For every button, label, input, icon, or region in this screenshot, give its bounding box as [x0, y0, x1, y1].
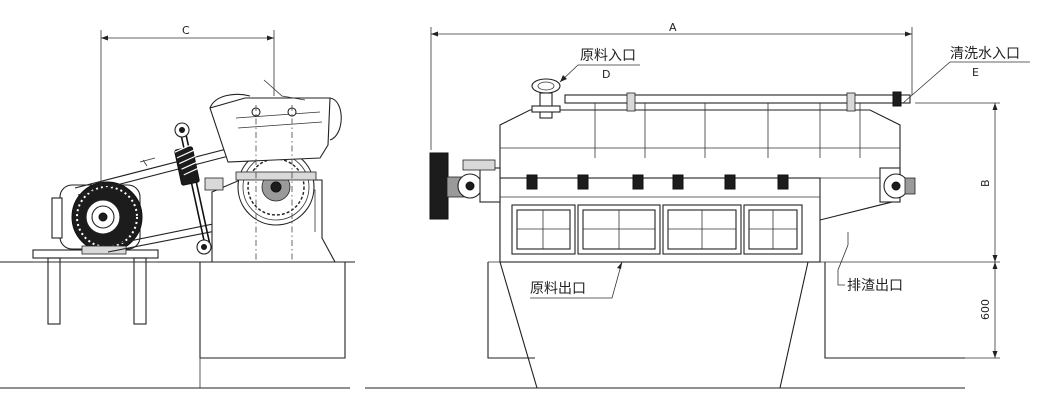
- motor-stand: [32, 249, 159, 325]
- dimension-c-label: C: [182, 24, 190, 37]
- dimension-600-label: 600: [979, 299, 992, 320]
- screen-panels: [500, 196, 820, 255]
- dimension-b-label: B: [979, 179, 992, 187]
- dimension-c: [100, 30, 275, 185]
- feed-inlet: [531, 78, 561, 119]
- dimension-b: [915, 102, 1000, 359]
- raw-outlet-label: 原料出口: [530, 281, 586, 297]
- dimension-a: [430, 27, 913, 150]
- spring-tensioner: [174, 122, 212, 255]
- front-view: [365, 27, 1030, 389]
- leader-lines: [530, 61, 1030, 299]
- dimension-a-label: A: [669, 21, 677, 34]
- dimension-d-label: D: [602, 68, 610, 81]
- right-bearing: [879, 167, 916, 203]
- nozzle-clamps: [526, 174, 789, 190]
- motor: [51, 181, 143, 255]
- left-drive: [429, 152, 501, 220]
- hopper-housing: [209, 79, 342, 262]
- gearbox: [204, 148, 336, 263]
- residue-outlet-label: 排渣出口: [847, 278, 903, 294]
- wash-water-inlet-label: 清洗水入口: [950, 46, 1020, 62]
- dimension-e-label: E: [972, 66, 979, 79]
- wash-pipe: [564, 91, 911, 158]
- raw-inlet-label: 原料入口: [580, 48, 636, 64]
- side-view: [0, 30, 355, 389]
